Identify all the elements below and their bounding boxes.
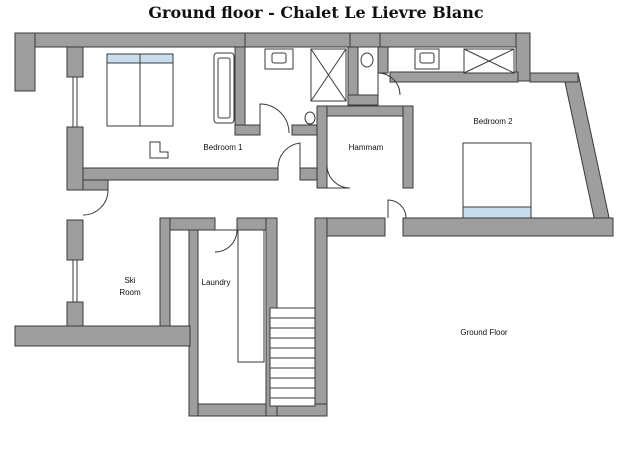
toilet-wc: [360, 52, 374, 68]
chair-bedroom1: [149, 141, 169, 159]
toilet-bath1: [304, 111, 316, 125]
wall-bedroom2-bottom: [402, 217, 614, 237]
door-hammam: [326, 164, 351, 189]
wall-right-top: [515, 32, 531, 82]
door-ski: [82, 189, 109, 216]
door-bath1: [259, 103, 290, 134]
wall-ski-bottom: [14, 325, 191, 347]
wall-right-slant: [562, 72, 614, 237]
label-laundry: Laundry: [202, 278, 231, 287]
doors: [82, 72, 407, 253]
wall-bath1-left: [234, 46, 246, 134]
door-laundry: [214, 229, 238, 253]
door-bedroom2: [387, 199, 407, 219]
wall-wc-right: [377, 46, 389, 74]
laundry-counter: [237, 229, 265, 363]
door-bedroom1: [277, 142, 301, 169]
label-hammam: Hammam: [349, 143, 384, 152]
label-ground-floor: Ground Floor: [460, 328, 507, 337]
bed-bedroom2: [462, 142, 532, 219]
wall-bedroom1-bottom-right: [299, 167, 319, 181]
wall-laundry-inner-left: [188, 229, 199, 417]
fixtures: [106, 48, 532, 407]
label-bedroom2: Bedroom 2: [473, 117, 513, 126]
wall-corridor-left: [314, 217, 328, 417]
wall-hammam-right: [402, 105, 414, 189]
label-bedroom1: Bedroom 1: [203, 143, 243, 152]
wall-right-corner: [529, 72, 579, 83]
wall-hammam-top: [316, 105, 414, 117]
windows: [72, 77, 78, 302]
wall-left-stub: [14, 32, 36, 92]
wall-bedroom1-bottom: [82, 167, 279, 181]
wall-wc-bottom: [347, 94, 379, 106]
wall-left-1: [66, 46, 84, 78]
wall-top-left: [14, 32, 246, 48]
door-wc: [377, 72, 401, 96]
wall-ski-top: [82, 179, 109, 191]
wall-top-bath1: [244, 32, 351, 48]
plan-title: Ground floor - Chalet Le Lievre Blanc: [148, 3, 484, 22]
label-ski-room-line1: Ski: [124, 276, 135, 285]
wall-laundry-left: [159, 217, 171, 329]
wall-bath1-bottom: [234, 124, 261, 136]
stairs: [269, 307, 316, 407]
wall-hammam-left: [316, 105, 328, 189]
label-ski-room-line2: Room: [119, 288, 141, 297]
wall-left-3: [66, 219, 84, 261]
wall-top-mid: [349, 32, 381, 48]
bed-bedroom2-pillow: [462, 206, 532, 219]
wall-left-4: [66, 301, 84, 327]
wall-top-right: [379, 32, 529, 48]
wall-left-2: [66, 126, 84, 191]
